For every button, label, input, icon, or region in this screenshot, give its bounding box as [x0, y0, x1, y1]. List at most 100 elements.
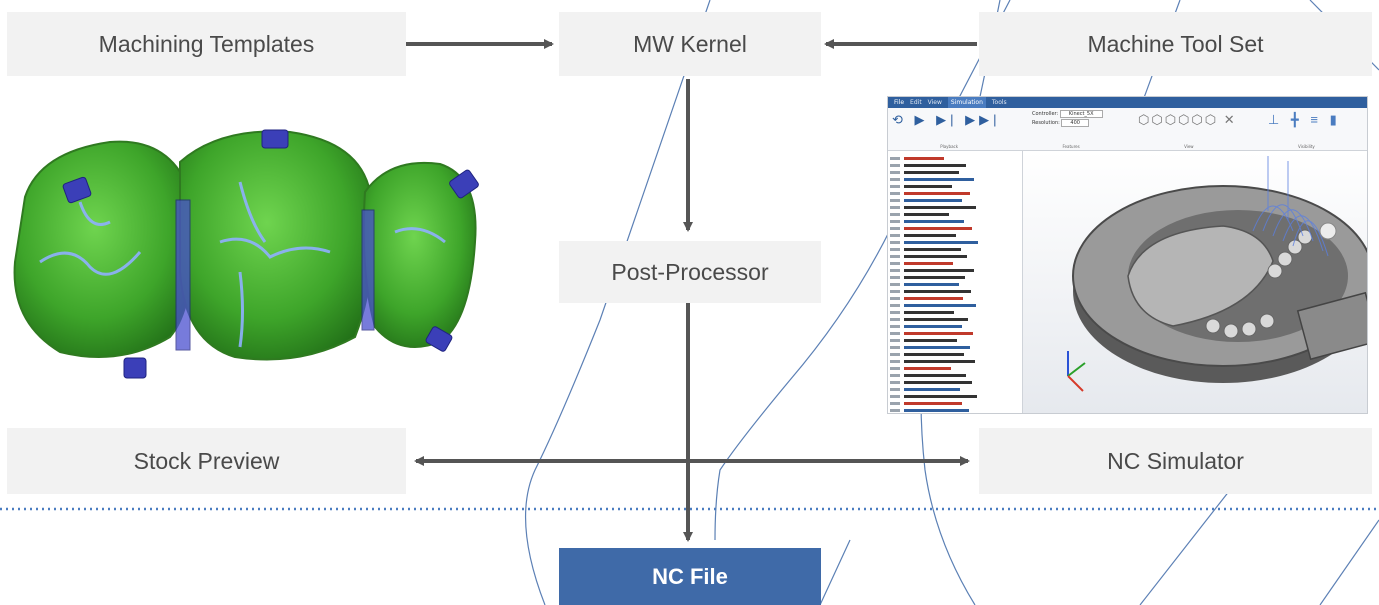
node-stock-preview: Stock Preview — [7, 428, 406, 494]
axis-triad — [1067, 351, 1086, 392]
code-line-number — [890, 220, 900, 223]
group-visibility: Visibility — [1297, 144, 1315, 149]
sim-tab-file[interactable]: File — [894, 99, 905, 106]
code-line-number — [890, 213, 900, 216]
code-line — [904, 234, 956, 237]
code-line-number — [890, 346, 900, 349]
code-line-number — [890, 339, 900, 342]
ribbon-group-labels: Playback Features View Visibility — [888, 144, 1367, 149]
code-line — [904, 248, 961, 251]
node-post-processor: Post-Processor — [559, 241, 821, 303]
dental-bridge-model — [13, 129, 479, 379]
code-line-number — [890, 311, 900, 314]
code-line-number — [890, 388, 900, 391]
code-line — [904, 157, 944, 160]
ribbon-resolution-row: Resolution: 400 — [1032, 119, 1089, 127]
code-line-number — [890, 199, 900, 202]
code-line — [904, 297, 963, 300]
code-line — [904, 255, 967, 258]
code-line — [904, 192, 970, 195]
code-line — [904, 227, 972, 230]
code-line-number — [890, 290, 900, 293]
controller-label: Controller: — [1032, 111, 1059, 117]
code-line — [904, 241, 978, 244]
gcode-lines — [890, 157, 978, 412]
resolution-label: Resolution: — [1032, 120, 1060, 126]
code-line — [904, 367, 951, 370]
code-line — [904, 171, 959, 174]
node-mw-kernel: MW Kernel — [559, 12, 821, 76]
code-line — [904, 409, 969, 412]
ribbon-playback-icons[interactable]: ⟲ ▶ ▶| ▶▶| — [892, 112, 1001, 127]
code-line-number — [890, 409, 900, 412]
ribbon-controller-row: Controller: Kinect_5X — [1032, 110, 1103, 118]
stock-preview-image — [0, 122, 490, 382]
code-line — [904, 290, 971, 293]
code-line-number — [890, 353, 900, 356]
code-line — [904, 395, 977, 398]
code-line — [904, 388, 960, 391]
ribbon-visibility-icons[interactable]: ⊥ ╋ ≡ ▮ — [1268, 112, 1341, 127]
code-line-number — [890, 227, 900, 230]
code-line-number — [890, 255, 900, 258]
code-line — [904, 269, 974, 272]
code-line — [904, 283, 959, 286]
code-line — [904, 262, 953, 265]
code-line-number — [890, 374, 900, 377]
code-line-number — [890, 157, 900, 160]
node-nc-file: NC File — [559, 548, 821, 605]
code-line — [904, 325, 962, 328]
code-line-number — [890, 262, 900, 265]
node-machining-templates: Machining Templates — [7, 12, 406, 76]
code-line — [904, 178, 974, 181]
code-line — [904, 360, 975, 363]
code-line-number — [890, 178, 900, 181]
group-playback: Playback — [940, 144, 959, 149]
gcode-editor[interactable] — [888, 151, 1023, 413]
code-line — [904, 199, 962, 202]
simulation-viewport[interactable] — [1023, 151, 1367, 413]
resolution-value[interactable]: 400 — [1061, 119, 1089, 127]
code-line-number — [890, 304, 900, 307]
node-nc-simulator: NC Simulator — [979, 428, 1372, 494]
code-line-number — [890, 234, 900, 237]
code-line-number — [890, 360, 900, 363]
code-line-number — [890, 297, 900, 300]
code-line-number — [890, 185, 900, 188]
sim-tab-tools[interactable]: Tools — [991, 99, 1007, 106]
code-line-number — [890, 269, 900, 272]
sim-tab-simulation[interactable]: Simulation — [947, 97, 986, 108]
simulator-tab-bar: File Edit View Simulation Tools — [888, 97, 1367, 108]
sim-tab-edit[interactable]: Edit — [910, 99, 922, 106]
code-line-number — [890, 276, 900, 279]
code-line — [904, 164, 966, 167]
code-line-number — [890, 332, 900, 335]
code-line — [904, 381, 972, 384]
code-line-number — [890, 283, 900, 286]
code-line-number — [890, 164, 900, 167]
code-line — [904, 220, 964, 223]
sim-tab-view[interactable]: View — [927, 99, 942, 106]
code-line — [904, 374, 966, 377]
code-line — [904, 206, 976, 209]
code-line — [904, 213, 949, 216]
code-line-number — [890, 402, 900, 405]
machine-part-render — [1067, 156, 1367, 392]
code-line — [904, 339, 957, 342]
code-line-number — [890, 325, 900, 328]
code-line-number — [890, 206, 900, 209]
simulator-ribbon: ⟲ ▶ ▶| ▶▶| Controller: Kinect_5X Resolut… — [888, 108, 1367, 151]
code-line-number — [890, 241, 900, 244]
code-line — [904, 318, 968, 321]
code-line-number — [890, 381, 900, 384]
controller-value[interactable]: Kinect_5X — [1059, 110, 1103, 118]
node-machine-tool-set: Machine Tool Set — [979, 12, 1372, 76]
code-line — [904, 276, 965, 279]
code-line-number — [890, 171, 900, 174]
code-line — [904, 353, 964, 356]
code-line-number — [890, 192, 900, 195]
ribbon-view-cubes[interactable]: ⬡⬡⬡⬡⬡⬡ ✕ — [1138, 112, 1237, 127]
code-line-number — [890, 367, 900, 370]
code-line — [904, 185, 952, 188]
code-line-number — [890, 395, 900, 398]
